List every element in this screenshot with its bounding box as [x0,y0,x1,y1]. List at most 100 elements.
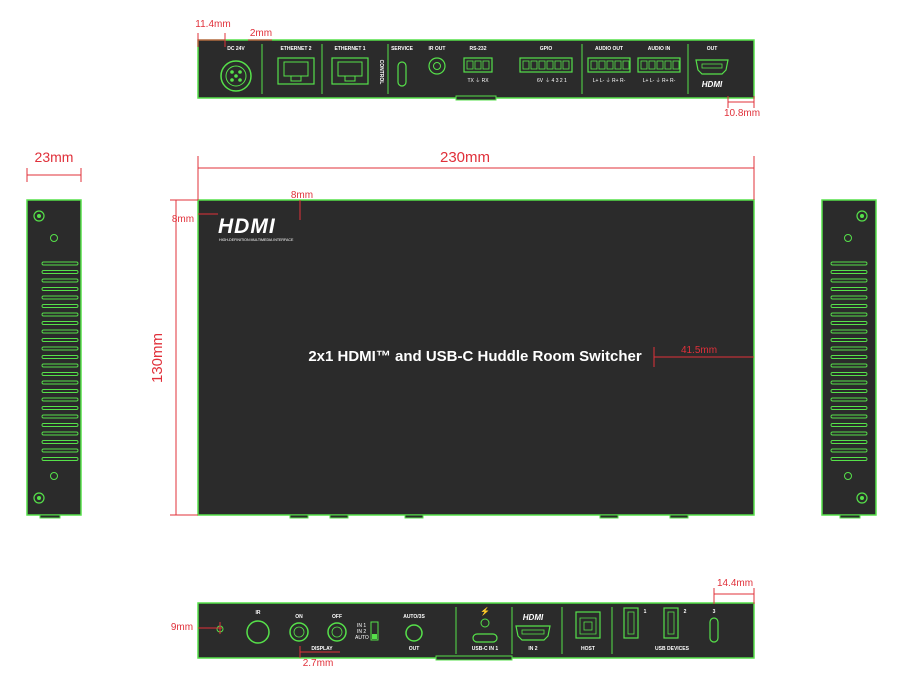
vent-slot [41,414,79,419]
hdmi-logo: HDMI [218,215,276,238]
audio-out-terminal [587,57,631,73]
dim-bottom-left: 9mm [171,622,193,633]
vent-slot [41,406,79,410]
vent-slot [41,355,79,359]
host-label: HOST [581,646,595,652]
usb-2-number: 2 [684,609,687,615]
auto-3s-button [405,624,423,642]
vent-slot [830,346,868,351]
vent-slot [830,363,868,368]
vent-slot [41,338,79,342]
dim-front-height: 130mm [149,333,166,383]
dim-logo-left: 8mm [172,214,194,225]
rs232-label: RS-232 [470,46,487,52]
auto3s-label: AUTO/3S [403,614,425,620]
ethernet-2-port [277,57,315,85]
ethernet-1-port [331,57,369,85]
ir-out-jack [428,57,446,75]
vent-slot [830,457,868,461]
auto-label: AUTO [355,635,369,641]
vent-slot [41,278,79,283]
display-off-button [327,622,347,642]
vent-slot [830,261,868,266]
vent-slot [830,270,868,274]
dim-top-left: 11.4mm [195,19,230,30]
dim-front-width: 230mm [440,149,490,166]
dim-top-right: 10.8mm [724,108,760,119]
front-panel-view: HDMI HIGH-DEFINITION MULTIMEDIA INTERFAC… [149,149,755,519]
out-label: OUT [409,646,420,652]
dc-power-jack [220,60,252,92]
vent-slot [830,389,868,393]
dim-title-right: 41.5mm [681,345,717,356]
in2-label: IN 2 [357,629,366,635]
audio-out-pin-labels: L+ L- ⏚ R+ R- [593,77,626,84]
vent-slot [830,304,868,308]
gpio-pin-labels: ⏚ 4 3 2 1 [545,77,567,84]
audio-in-label: AUDIO IN [648,46,671,52]
usb-device-1-port [623,607,639,639]
hdmi-in2-port [515,625,551,641]
vent-slot [41,312,79,317]
vent-slot [41,440,79,444]
gpio-terminal [519,57,573,73]
rs232-terminal [463,57,493,73]
gpio-6v-label: 6V [537,78,544,84]
vent-slot [41,389,79,393]
vent-slot [41,304,79,308]
vent-slot [830,278,868,283]
vent-slot [41,431,79,436]
usbc-in1-port [472,633,498,643]
hdmi-out-logo: HDMI [702,80,723,89]
usb-devices-label: USB DEVICES [655,646,690,652]
vent-slot [41,423,79,427]
vent-slot [830,329,868,334]
dim-top-gap: 2mm [250,28,272,39]
dim-bottom-right: 14.4mm [717,578,753,589]
gpio-label: GPIO [540,46,553,52]
vent-slot [830,414,868,419]
ir-out-label: IR OUT [429,46,446,52]
vent-slot [830,448,868,453]
vent-slot [41,457,79,461]
front-panel-title: 2x1 HDMI™ and USB-C Huddle Room Switcher [308,348,642,365]
vent-slot [41,295,79,300]
vent-slot [41,363,79,368]
lightning-icon: ⚡ [480,606,490,616]
right-side-view [821,199,877,519]
usb-device-2-port [663,607,679,639]
dim-bottom-gap: 2.7mm [303,658,334,669]
rear-panel-view: DC 24V ETHERNET 2 ETHERNET 1 CONTROL SER… [195,19,760,119]
vent-slot [830,287,868,291]
vent-slot [41,346,79,351]
front-io-view: IR ON OFF DISPLAY IN 1 IN 2 AUTO AUTO/3S… [171,578,755,669]
vent-slot [830,295,868,300]
hdmi-in2-label: IN 2 [528,646,537,652]
vent-slot [830,372,868,376]
ethernet-2-label: ETHERNET 2 [280,46,311,52]
left-side-view: 23mm [26,149,82,519]
vent-slot [830,338,868,342]
display-on-button [289,622,309,642]
vent-slot [830,431,868,436]
usb-3-number: 3 [713,609,716,615]
vent-slot [830,355,868,359]
off-label: OFF [332,614,342,620]
vent-slot [830,397,868,402]
audio-in-pin-labels: L+ L- ⏚ R+ R- [643,77,676,84]
service-label: SERVICE [391,46,414,52]
usbc-in1-label: USB-C IN 1 [472,646,499,652]
hdmi-logo-tagline: HIGH-DEFINITION MULTIMEDIA INTERFACE [219,238,294,242]
in1-label: IN 1 [357,623,366,629]
ir-label: IR [256,610,261,616]
vent-slot [830,321,868,325]
vent-slot [41,261,79,266]
usb-1-number: 1 [644,609,647,615]
vent-slot [830,380,868,385]
vent-slot [41,397,79,402]
vent-slot [41,321,79,325]
hdmi-out-port [695,59,729,75]
dim-side-depth-left: 23mm [35,149,74,165]
service-usbc-port [397,61,407,87]
vent-slot [830,440,868,444]
